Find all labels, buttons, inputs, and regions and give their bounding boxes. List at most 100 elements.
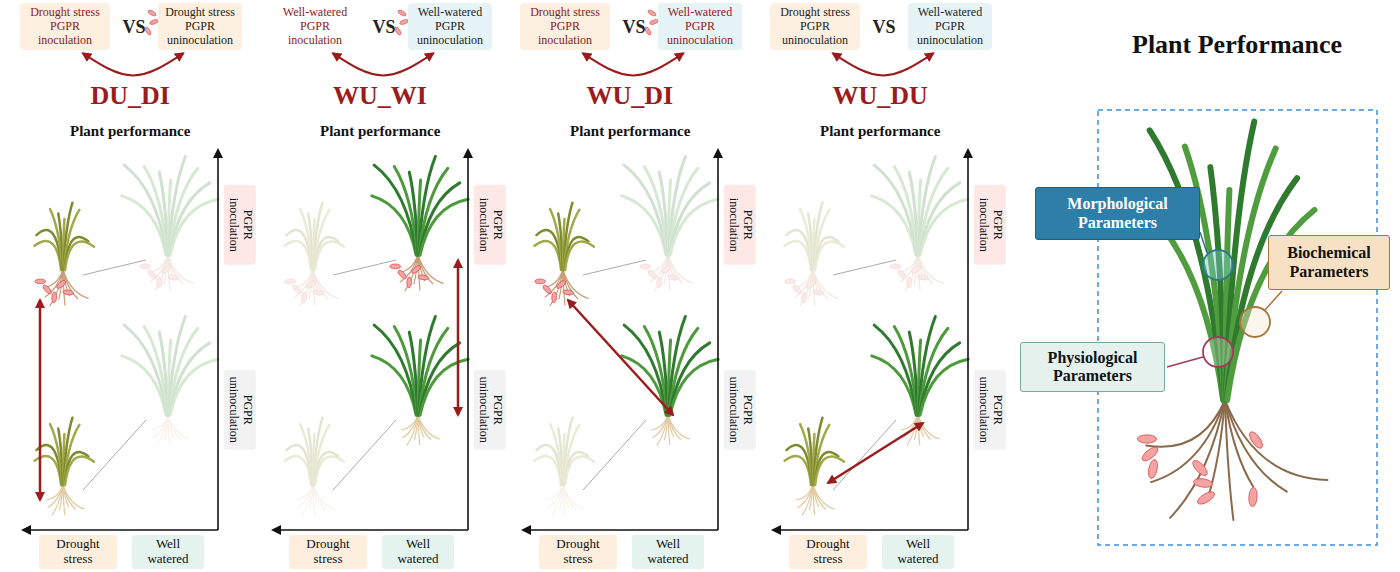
plant-root <box>813 270 838 298</box>
condition-box: Drought stress PGPR inoculation <box>20 3 110 50</box>
pgpr-bacterium <box>661 264 672 274</box>
bacteria-icon <box>647 9 657 17</box>
y-axis <box>467 150 469 530</box>
pgpr-bacterium <box>42 284 53 295</box>
chart-panel <box>773 150 968 530</box>
comparison-code: WU_WI <box>333 81 427 111</box>
plant-root <box>563 270 588 298</box>
plant-root <box>168 415 189 439</box>
parameter-callout: Morphological Parameters <box>1035 187 1200 240</box>
focus-circle <box>1203 250 1233 280</box>
x-axis <box>523 529 718 531</box>
leader-line <box>1265 291 1282 310</box>
axis-tick-label: Well watered <box>632 535 704 569</box>
plant-leaf <box>315 241 344 270</box>
pgpr-bacterium <box>1137 435 1156 443</box>
axis-title: Plant performance <box>820 123 940 140</box>
condition-box: Drought stress PGPR uninoculation <box>770 3 860 50</box>
plant-root <box>918 255 943 283</box>
y-axis <box>967 150 969 530</box>
plant-leaf <box>874 165 917 255</box>
plant-figure <box>372 317 468 446</box>
plant-leaf <box>420 359 468 415</box>
bacteria-icon <box>147 9 157 17</box>
x-axis <box>273 529 468 531</box>
plant-root <box>313 485 334 509</box>
pgpr-bacterium <box>306 279 317 289</box>
plant-figure <box>35 418 94 515</box>
plant-figure <box>785 203 844 306</box>
plant-root <box>165 415 168 440</box>
axis-title: Plant performance <box>320 123 440 140</box>
plant-leaf <box>170 183 210 255</box>
guide-line <box>583 260 646 275</box>
plant-performance-panel <box>1098 110 1377 545</box>
axis-tick-label: Drought stress <box>539 535 617 569</box>
plant-leaf <box>670 359 718 415</box>
plant-figure <box>285 418 344 515</box>
comparison-code: WU_DI <box>587 81 674 111</box>
pgpr-bacterium <box>168 274 179 280</box>
bacteria-icon <box>397 9 407 17</box>
plant-root <box>563 485 584 509</box>
plant-root <box>310 485 313 510</box>
plant-figure <box>535 203 594 306</box>
axis-tick-label: Drought stress <box>289 535 367 569</box>
box-text: Well-watered PGPR uninoculation <box>658 6 742 47</box>
pgpr-bacterium <box>397 269 408 280</box>
box-text: Drought stress PGPR inoculation <box>20 6 110 47</box>
x-axis <box>23 529 218 531</box>
guide-line <box>833 260 896 275</box>
parameter-callout: Biochemical Parameters <box>1268 235 1390 290</box>
box-text: Drought stress PGPR inoculation <box>520 6 610 47</box>
box-text: Drought stress PGPR uninoculation <box>770 6 860 47</box>
pgpr-bacterium <box>313 289 324 295</box>
axis-tick-label: Well watered <box>382 535 454 569</box>
comparison-vs: VS <box>373 17 396 38</box>
axis-tick-label: PGPR uninoculation <box>724 370 756 450</box>
pgpr-bacterium <box>292 284 303 295</box>
plant-figure <box>622 317 718 446</box>
pgpr-bacterium <box>390 264 401 269</box>
comparison-vs: VS <box>123 17 146 38</box>
plant-root <box>418 255 443 283</box>
plant-root <box>668 255 693 283</box>
axis-tick-label: Well watered <box>882 535 954 569</box>
plant-figure <box>35 203 94 306</box>
focus-circle <box>1240 307 1270 337</box>
chart-panel <box>23 9 218 530</box>
comparison-code: DU_DI <box>91 81 170 111</box>
plant-leaf <box>65 241 94 270</box>
condition-box: Well-watered PGPR uninoculation <box>408 3 492 50</box>
pgpr-bacterium <box>418 274 429 280</box>
plant-leaf <box>170 199 218 255</box>
plant-leaf <box>670 199 718 255</box>
plant-leaf <box>315 456 344 485</box>
axis-tick-label: PGPR uninoculation <box>974 370 1006 450</box>
plant-root <box>407 415 418 445</box>
condition-box: Well-watered PGPR inoculation <box>270 3 360 50</box>
pgpr-bacterium <box>556 279 567 289</box>
plant-figure <box>535 418 594 515</box>
plant-leaf <box>409 332 417 415</box>
pgpr-bacterium <box>35 279 46 284</box>
axis-tick-label: PGPR inoculation <box>224 185 256 265</box>
plant-leaf <box>565 241 594 270</box>
leader-line <box>1200 232 1207 253</box>
pgpr-bacterium <box>563 289 574 295</box>
condition-box: Drought stress PGPR uninoculation <box>158 3 242 50</box>
plant-leaf <box>644 166 667 255</box>
plant-root <box>813 485 834 509</box>
y-axis <box>217 150 219 530</box>
plant-figure <box>285 203 344 306</box>
axis-tick-label: PGPR inoculation <box>974 185 1006 265</box>
comparison-vs: VS <box>873 17 896 38</box>
plant-leaf <box>624 165 667 255</box>
pgpr-bacterium <box>792 284 803 295</box>
plant-root <box>668 415 689 439</box>
plant-root <box>52 485 63 515</box>
leader-line <box>1167 357 1203 367</box>
chart-panel <box>523 9 718 530</box>
plant-leaf <box>420 343 460 415</box>
guide-line <box>833 420 896 490</box>
